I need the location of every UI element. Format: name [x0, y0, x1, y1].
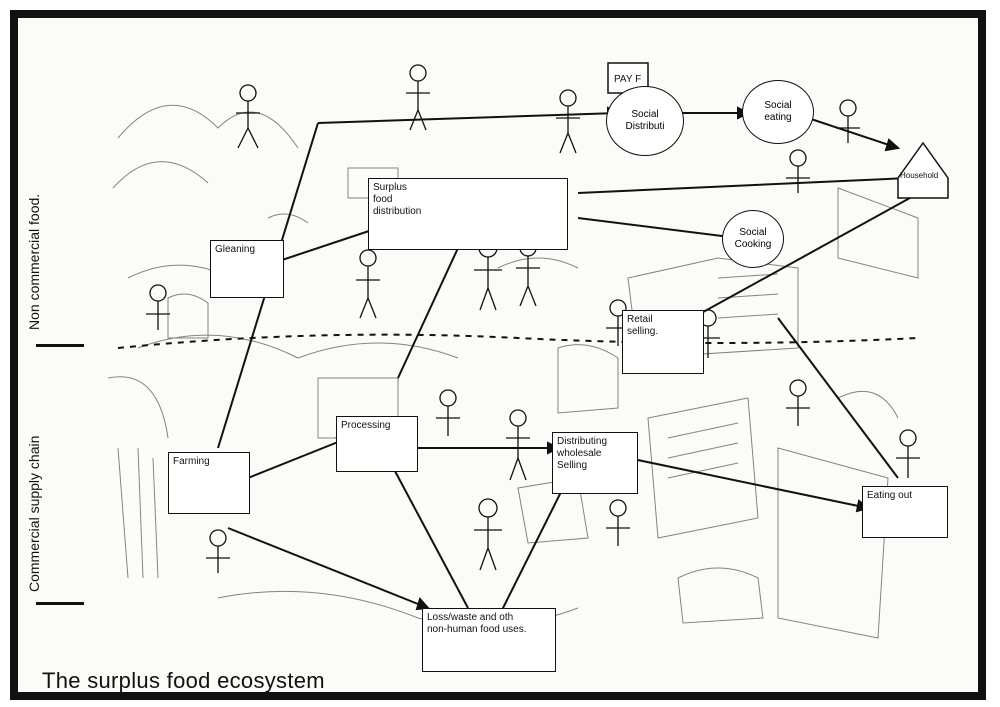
node-gleaning: Gleaning [210, 240, 284, 298]
non-commercial-label: Non commercial food. [26, 193, 42, 330]
non-commercial-divider [36, 344, 84, 347]
node-social-eating: Social eating [742, 80, 814, 144]
flow-arrows [217, 106, 929, 619]
node-household: Household [900, 171, 939, 180]
ecosystem-illustration: PAY F [107, 62, 949, 639]
poster-title: The surplus food ecosystem [42, 668, 325, 693]
poster-frame: PAY F Non commercial food. Commercial su… [10, 10, 986, 700]
node-eating-out: Eating out [862, 486, 948, 538]
household-house-shape [897, 141, 949, 199]
node-retail-selling: Retail selling. [622, 310, 704, 374]
node-processing: Processing [336, 416, 418, 472]
commercial-label: Commercial supply chain [26, 435, 42, 592]
boundary-dashed-line [117, 333, 919, 349]
node-farming: Farming [168, 452, 250, 514]
commercial-divider [36, 602, 84, 605]
node-social-distribution: Social Distributi [606, 86, 684, 156]
node-loss-waste: Loss/waste and oth non-human food uses. [422, 608, 556, 672]
node-surplus-food-distribution: Surplus food distribution [368, 178, 568, 250]
sketch-figures [146, 64, 920, 573]
node-distributing-wholesale: Distributing wholesale Selling [552, 432, 638, 494]
node-social-cooking: Social Cooking [722, 210, 784, 268]
pay-sign-text: PAY F [614, 74, 641, 85]
